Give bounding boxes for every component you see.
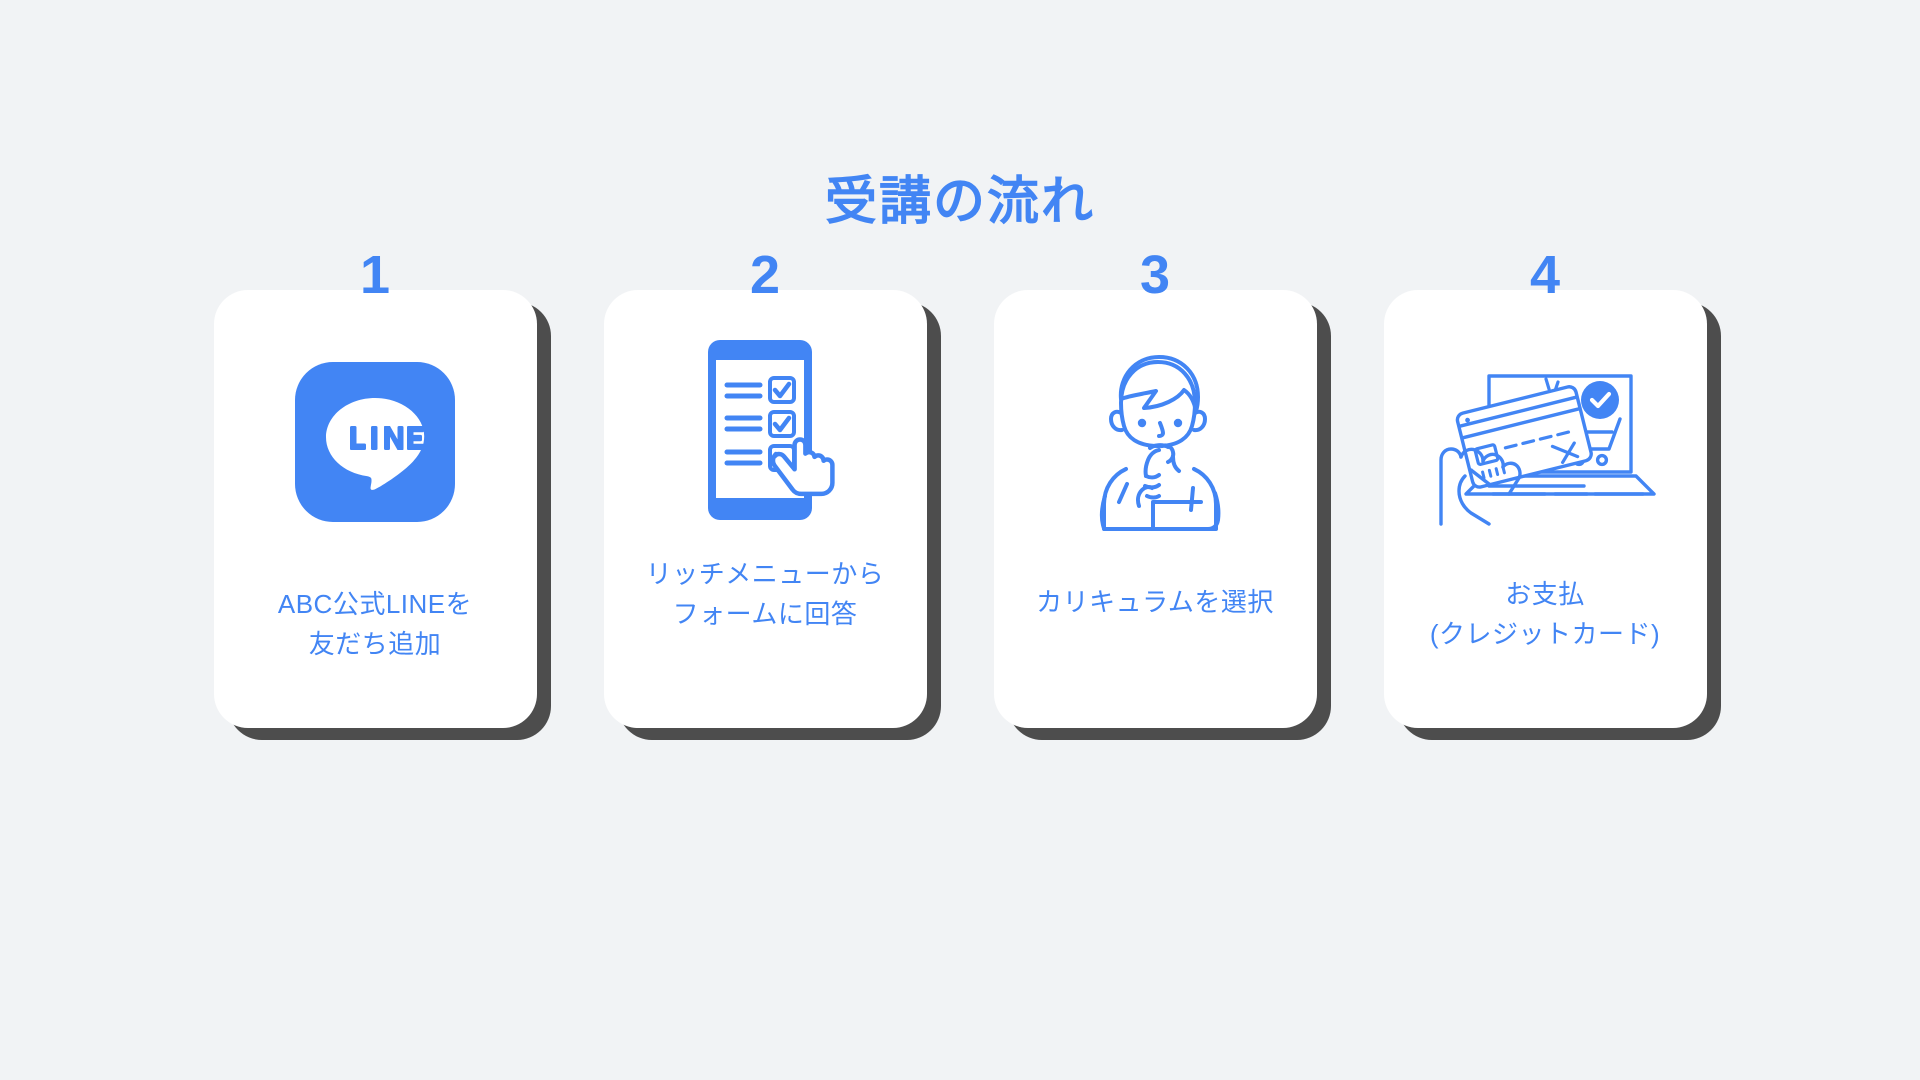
line-app-logo-icon: [245, 342, 505, 542]
card-1[interactable]: ABC公式LINEを 友だち追加: [213, 290, 537, 728]
step-number-2: 2: [749, 245, 781, 305]
step-card-4[interactable]: 4: [1383, 248, 1721, 740]
step-label-4: お支払 (クレジットカード): [1429, 579, 1661, 650]
step-label-1: ABC公式LINEを 友だち追加: [277, 589, 473, 660]
step-card-3[interactable]: 3: [993, 248, 1331, 740]
step-number-1: 1: [359, 245, 391, 305]
step-number-3: 3: [1139, 245, 1171, 305]
laptop-credit-card-payment-icon: [1415, 338, 1675, 538]
person-thinking-icon: [1025, 336, 1285, 536]
step-card-1[interactable]: 1: [213, 248, 551, 740]
smartphone-form-checklist-tap-icon: [635, 332, 895, 532]
page-title: 受講の流れ: [824, 173, 1095, 231]
step-label-2: リッチメニューから フォームに回答: [645, 559, 885, 630]
step-number-4: 4: [1529, 245, 1561, 305]
card-2[interactable]: リッチメニューから フォームに回答: [603, 290, 927, 728]
step-card-2[interactable]: 2: [603, 248, 941, 740]
steps-row: 1: [0, 248, 1920, 740]
card-3[interactable]: カリキュラムを選択: [993, 290, 1317, 728]
step-label-3: カリキュラムを選択: [1036, 587, 1274, 617]
card-4[interactable]: お支払 (クレジットカード): [1383, 290, 1707, 728]
